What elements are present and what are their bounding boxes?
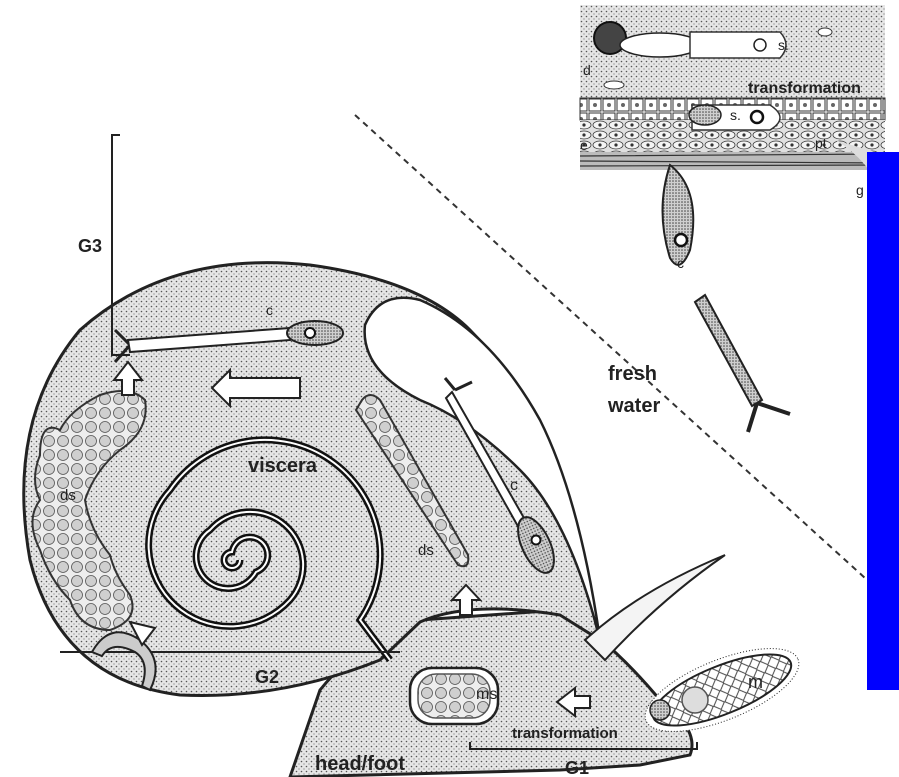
label-g3: G3 (78, 236, 102, 256)
label-g: g (856, 182, 864, 198)
label-head-foot: head/foot (315, 753, 405, 775)
label-ms: ms (476, 686, 497, 703)
label-c-middle: c (510, 477, 518, 494)
label-fresh: fresh (608, 363, 657, 385)
label-c-inset: c (677, 255, 684, 271)
label-viscera: viscera (248, 455, 318, 477)
label-e: e (580, 137, 588, 153)
label-s-inset-1: s. (778, 37, 789, 53)
label-m: m (748, 672, 763, 692)
label-g2: G2 (255, 667, 279, 687)
transformation-inset (580, 5, 885, 265)
label-transformation-bottom: transformation (512, 725, 618, 742)
label-ds-left: ds (60, 487, 76, 504)
label-c-top: c (266, 302, 273, 318)
side-bar (867, 152, 899, 690)
label-s-inset-2: s. (730, 107, 741, 123)
label-ds-middle: ds (418, 542, 434, 559)
label-water: water (607, 395, 660, 417)
tentacle (585, 555, 725, 660)
label-transformation-top: transformation (748, 80, 861, 97)
label-pt: pt (815, 135, 827, 151)
label-d: d (583, 62, 591, 78)
free-cercaria (695, 295, 790, 432)
label-g1: G1 (565, 758, 589, 777)
